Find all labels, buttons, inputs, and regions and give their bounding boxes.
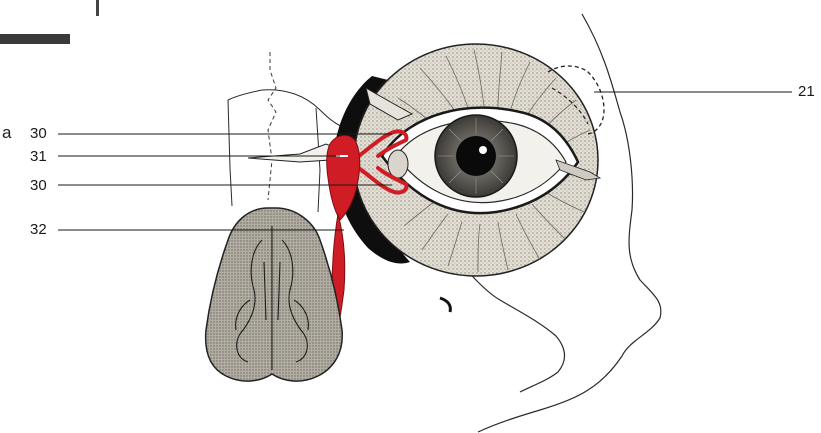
page-edge-artifact (0, 0, 99, 44)
nasal-side-left (228, 100, 232, 206)
caruncle (388, 150, 408, 178)
label-30-lower: 30 (30, 178, 47, 193)
label-30-upper: 30 (30, 126, 47, 141)
cheek-contour (456, 258, 565, 392)
panel-letter: a (2, 124, 11, 141)
nasal-bridge-left (228, 90, 346, 128)
label-31: 31 (30, 149, 47, 164)
nasal-bone-outline (268, 52, 276, 200)
pupil-highlight (479, 146, 487, 154)
medial-canthal-tendon (248, 144, 336, 162)
nasal-ala-mark (440, 298, 450, 312)
label-32: 32 (30, 222, 47, 237)
pupil (456, 136, 496, 176)
label-21: 21 (798, 84, 815, 99)
nose-section (206, 208, 343, 381)
